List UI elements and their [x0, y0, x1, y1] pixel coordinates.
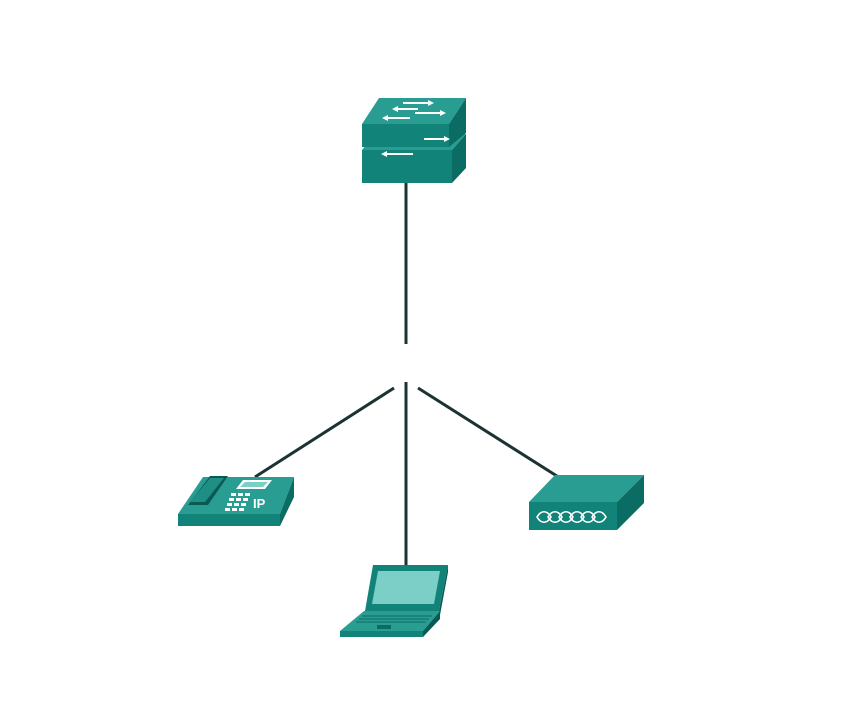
laptop-touchpad — [377, 625, 391, 629]
phone-handset-top — [190, 478, 224, 502]
laptop-screen — [372, 571, 440, 604]
stacked-switch-icon[interactable] — [362, 98, 466, 183]
switch-bottom-front — [362, 150, 452, 183]
laptop-base-side — [423, 611, 440, 637]
hub-ports — [536, 510, 607, 524]
link-to-hub — [417, 386, 561, 480]
switch-top-top — [362, 98, 466, 124]
hub-top — [529, 475, 644, 502]
links — [254, 182, 561, 565]
laptop-lid-edge — [439, 565, 448, 615]
phone-ip-label: IP — [253, 496, 266, 511]
switch-bottom-side — [452, 134, 466, 183]
phone-front — [178, 514, 280, 526]
link-to-ip-phone — [254, 386, 395, 479]
phone-side — [280, 477, 294, 526]
hub-icon[interactable] — [529, 475, 644, 530]
hub-side — [617, 475, 644, 530]
laptop-icon[interactable] — [340, 565, 448, 637]
laptop-keyboard — [356, 615, 432, 623]
laptop-base-front — [340, 631, 423, 637]
phone-screen-inner — [240, 482, 268, 487]
switch-top-side — [449, 98, 466, 147]
ip-phone-icon[interactable]: IP — [178, 476, 294, 526]
switch-top-front — [362, 124, 449, 147]
phone-keypad — [225, 493, 250, 511]
switch-arrows — [381, 100, 450, 157]
